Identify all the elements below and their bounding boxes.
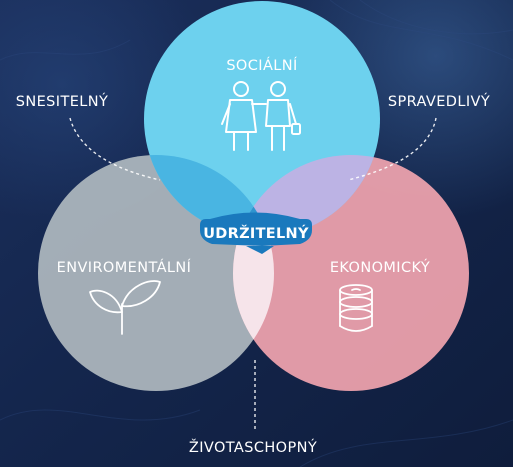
snesitelny-label: SNESITELNÝ [16,93,109,110]
economic-label: EKONOMICKÝ [330,259,430,276]
people-icon [221,81,301,151]
environmental-label: ENVIROMENTÁLNÍ [57,259,192,276]
spravedlivy-label: SPRAVEDLIVÝ [388,93,490,110]
spravedlivy-pointer-line [347,117,437,181]
social-label: SOCIÁLNÍ [226,57,297,74]
coins-icon [339,284,373,332]
zivotaschopny-label: ŽIVOTASCHOPNÝ [189,438,317,456]
udrzitelny-label: UDRŽITELNÝ [203,224,309,242]
snesitelny-pointer-line [69,117,161,181]
center-badge [200,212,312,254]
sprout-icon [89,280,161,335]
